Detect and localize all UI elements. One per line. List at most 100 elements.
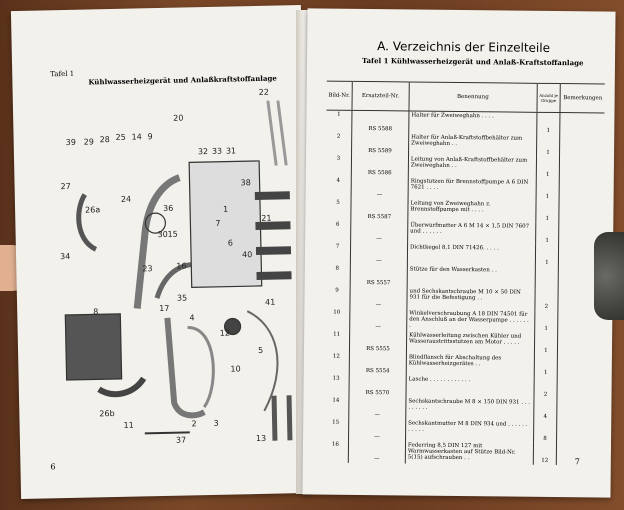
callout: 37 [175, 435, 187, 445]
callout: 25 [115, 132, 126, 142]
col-bild-nr: Bild-Nr. [326, 81, 353, 111]
ersatzteil-cell: — [349, 286, 408, 310]
benennung-cell: Dichtkegel 8,1 DIN 71426. . . . . [407, 243, 536, 267]
anzahl-cell: 1 [535, 156, 560, 180]
callout: 32 [197, 146, 209, 157]
ersatzteil-cell: RS 5555 [349, 330, 407, 354]
callout: 38 [240, 178, 251, 188]
table-row: 9—und Sechskantschraube M 10 × 50 DIN 93… [324, 286, 603, 312]
bemerkungen-cell [559, 179, 604, 202]
ersatzteil-cell: — [348, 396, 406, 420]
benennung-cell: Kühlwasserleitung zwischen Kühler und Wa… [406, 331, 535, 355]
bemerkungen-cell [559, 157, 605, 180]
bemerkungen-cell [557, 355, 602, 378]
callout: 26a [85, 205, 101, 215]
col-anzahl: Anzahl je Gruppe [536, 83, 561, 113]
bild-nr-cell: 14 [332, 397, 340, 404]
table-row: 6—Überwurfmutter A 6 M 14 × 1,5 DIN 7607… [325, 220, 604, 246]
right-page: A. Verzeichnis der Einzelteile Tafel 1 K… [302, 8, 616, 498]
ersatzteil-cell: RS 5586 [351, 154, 409, 178]
callout: 23 [142, 264, 153, 274]
ersatzteil-cell: — [348, 440, 406, 464]
callout: 27 [60, 181, 71, 192]
callout: 8 [93, 307, 99, 317]
bild-nr-cell: 16 [331, 441, 339, 448]
callout: 20 [173, 113, 184, 123]
bemerkungen-cell [556, 421, 602, 444]
col-ersatzteil-nr: Ersatzteil-Nr. [351, 81, 410, 111]
callout: 15 [167, 229, 178, 239]
ersatzteil-cell: — [348, 418, 406, 442]
callout: 4 [189, 313, 195, 323]
anzahl-cell: 1 [535, 200, 560, 224]
ersatzteil-cell: RS 5589 [351, 132, 409, 156]
anzahl-cell: 1 [535, 222, 560, 246]
anzahl-cell: 2 [533, 376, 558, 400]
anzahl-cell: 1 [534, 310, 559, 334]
table-row: 4—Ringstutzen für Brennstoffpumpe A 6 DI… [326, 176, 604, 202]
anzahl-cell: 1 [536, 112, 561, 136]
callout: 24 [120, 194, 132, 204]
callout: 11 [123, 420, 134, 430]
table-header-row: Bild-Nr. Ersatzteil-Nr. Benennung Anzahl… [326, 81, 605, 114]
parts-table: Bild-Nr. Ersatzteil-Nr. Benennung Anzahl… [323, 81, 605, 466]
callout: 21 [261, 213, 272, 223]
benennung-cell: Sechskantschraube M 8 × 150 DIN 931 . . … [405, 397, 534, 421]
page-number: 7 [574, 457, 580, 467]
benennung-cell: Halter für Anlaß-Kraftstoffbehälter zum … [408, 133, 537, 157]
bild-nr-cell: 2 [336, 133, 341, 140]
section-title: A. Verzeichnis der Einzelteile [377, 39, 551, 55]
callout: 16 [176, 261, 187, 271]
callout: 7 [215, 218, 221, 228]
callout: 17 [159, 303, 170, 314]
bemerkungen-cell [558, 311, 603, 334]
bemerkungen-cell [557, 333, 603, 356]
bemerkungen-cell [557, 399, 602, 422]
benennung-cell: Sechskantmutter M 8 DIN 934 und . . . . … [405, 419, 534, 443]
col-benennung: Benennung [408, 81, 537, 113]
ersatzteil-cell: RS 5557 [350, 264, 408, 288]
bild-nr-cell: 5 [336, 199, 340, 206]
benennung-cell: Stütze für den Wasserkasten . . [407, 265, 535, 289]
bild-nr-cell: 11 [333, 331, 341, 338]
callout: 22 [258, 87, 269, 97]
ersatzteil-cell: RS 5587 [350, 198, 409, 222]
benennung-cell: und Sechskantschraube M 10 × 50 DIN 931 … [406, 287, 535, 311]
benennung-cell: Leitung von Anlaß-Kraftstoffbehälter zum… [408, 155, 537, 179]
callout: 9 [147, 132, 153, 142]
bild-nr-cell: 1 [337, 111, 341, 118]
table-row: 16—Federring 8,5 DIN 127 mit Warmwasserk… [323, 440, 602, 466]
callout: 30 [157, 229, 168, 240]
anzahl-cell: 1 [534, 244, 559, 268]
ersatzteil-cell: — [350, 242, 408, 266]
ersatzteil-cell: — [350, 176, 409, 200]
anzahl-cell [534, 266, 559, 290]
bild-nr-cell: 6 [335, 221, 340, 228]
callout: 34 [59, 251, 71, 262]
callout: 12 [219, 328, 230, 338]
anzahl-cell: 1 [533, 354, 558, 378]
callout: 41 [264, 297, 276, 307]
table-row: 10—Winkelverschraubung A 18 DIN 74501 fü… [324, 308, 603, 334]
ersatzteil-cell: RS 5554 [349, 352, 407, 376]
bild-nr-cell: 8 [335, 265, 340, 272]
callout: 31 [225, 146, 237, 156]
bild-nr-cell: 13 [332, 375, 340, 382]
bild-nr-cell: 7 [335, 243, 340, 250]
left-page: Tafel 1 Kühlwasserheizgerät und Anlaßkra… [10, 5, 312, 499]
table-subtitle: Tafel 1 Kühlwasserheizgerät und Anlaß-Kr… [361, 55, 584, 68]
anzahl-cell: 1 [535, 178, 560, 202]
anzahl-cell: 1 [533, 332, 559, 356]
anzahl-cell: 1 [536, 134, 561, 158]
table-row: 15—Sechskantmutter M 8 DIN 934 und . . .… [323, 418, 602, 444]
callout: 3 [213, 418, 219, 428]
bemerkungen-cell [557, 377, 602, 400]
page-number: 6 [50, 462, 56, 472]
bemerkungen-cell [559, 201, 604, 224]
